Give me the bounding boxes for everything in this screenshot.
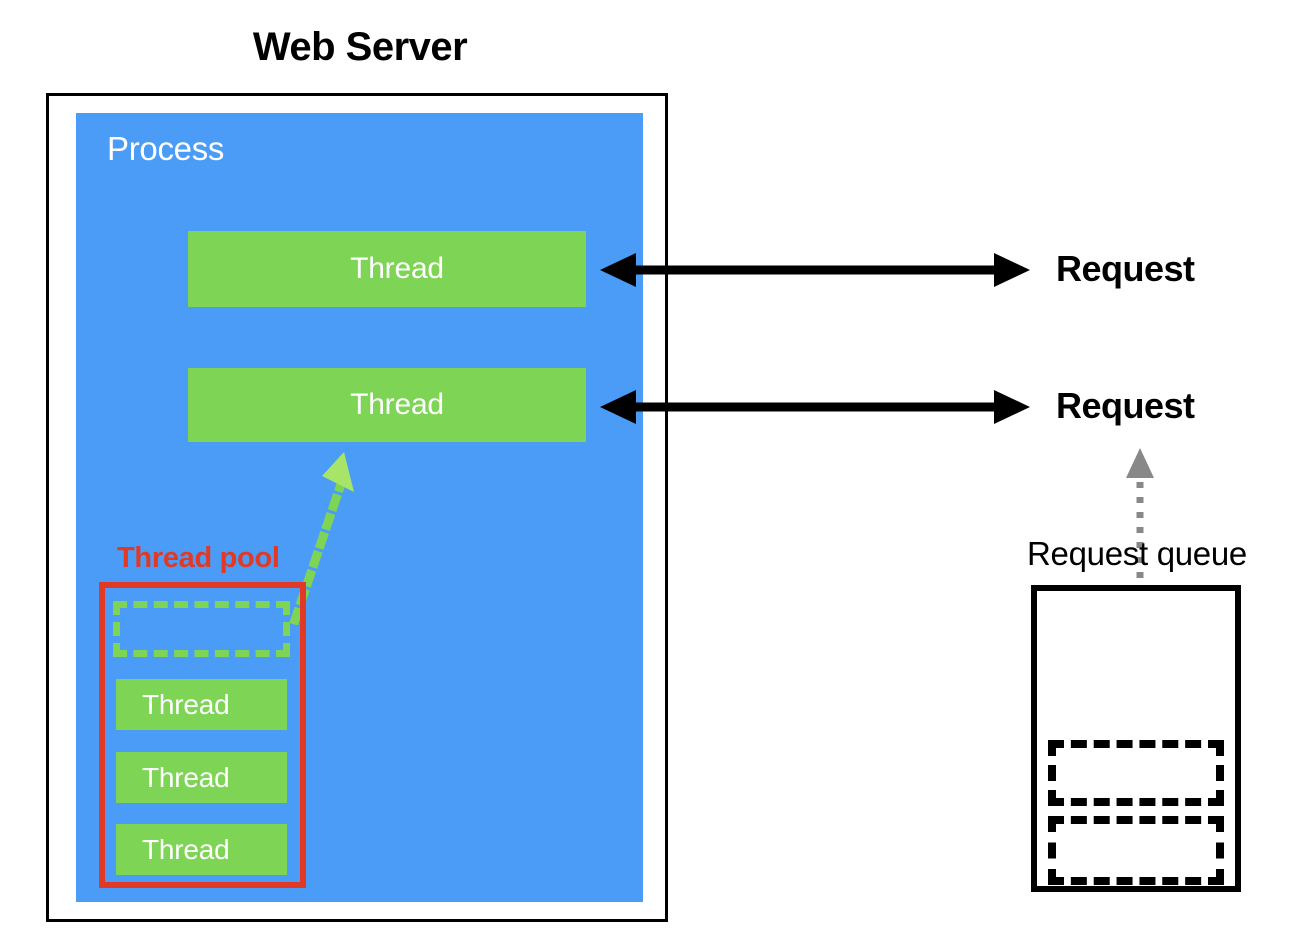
active-thread-1-label: Thread <box>350 252 444 285</box>
request-arrow-icon-2 <box>600 390 1030 424</box>
pool-thread-3-label: Thread <box>142 833 230 865</box>
pool-thread-1: Thread <box>116 679 287 730</box>
request-label-1: Request <box>1056 248 1195 289</box>
process-label: Process <box>107 130 225 167</box>
request-label-2: Request <box>1056 385 1195 426</box>
queued-request-2 <box>1048 816 1224 885</box>
active-thread-2-label: Thread <box>350 388 444 421</box>
request-arrow-icon-1 <box>600 253 1030 287</box>
page-title: Web Server <box>252 25 468 69</box>
request-queue-boundary <box>1031 585 1241 892</box>
active-thread-2: Thread <box>188 368 586 442</box>
active-thread-1: Thread <box>188 231 586 307</box>
pool-thread-2-label: Thread <box>142 761 230 793</box>
queued-request-1 <box>1048 740 1224 806</box>
gray-dotted-arrow-icon <box>1126 448 1154 593</box>
thread-pool-boundary <box>99 582 306 888</box>
pool-thread-1-label: Thread <box>142 688 230 720</box>
thread-pool-empty-slot <box>113 601 290 657</box>
thread-pool-label: Thread pool <box>117 542 280 574</box>
pool-thread-2: Thread <box>116 752 287 803</box>
pool-thread-3: Thread <box>116 824 287 875</box>
request-queue-label: Request queue <box>1027 535 1247 572</box>
